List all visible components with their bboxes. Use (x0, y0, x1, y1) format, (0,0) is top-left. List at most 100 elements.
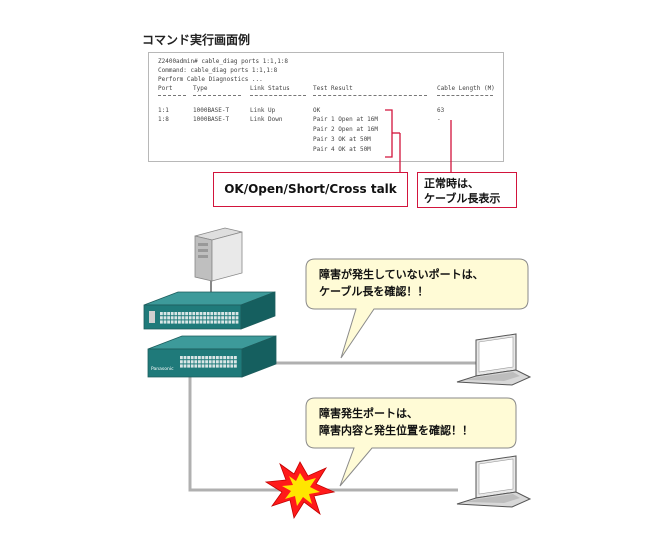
switch-port (185, 316, 188, 320)
switch-port (181, 320, 185, 324)
switch-port (201, 360, 205, 364)
switch-port (216, 364, 219, 368)
switch-port (219, 360, 223, 364)
switch-port (203, 320, 206, 324)
bubble-top-line1: 障害が発生していないポートは、 (319, 268, 484, 281)
speech-bubble-bottom (305, 397, 517, 487)
speech-bubble-top (305, 258, 529, 359)
switch-port (178, 312, 181, 316)
switch-port (223, 356, 226, 360)
header-rule (158, 95, 186, 96)
switch-port (183, 360, 187, 364)
switch-port (226, 364, 230, 368)
switch-port (228, 312, 232, 316)
switch-icon-upper (143, 291, 276, 330)
switch-port (187, 360, 190, 364)
switch-port (192, 320, 196, 324)
switch-port (217, 316, 221, 320)
switch-port (180, 364, 183, 368)
switch-port (206, 312, 210, 316)
switch-port (190, 356, 194, 360)
switch-port (194, 364, 198, 368)
switch-port (208, 360, 212, 364)
table-cell-result: OK (313, 107, 321, 114)
table-cell-result: Pair 1 Open at 16M (313, 116, 379, 123)
switch-port (230, 364, 234, 368)
switch-port (219, 356, 223, 360)
switch-port (188, 312, 192, 316)
switch-port (210, 312, 214, 316)
switch-port (235, 312, 239, 316)
switch-port (188, 320, 192, 324)
switch-port (205, 364, 208, 368)
switch-port (203, 312, 206, 316)
switch-port (201, 364, 205, 368)
console-output-panel: Z2400admin# cable_diag ports 1:1,1:8 Com… (148, 52, 504, 162)
switch-port (163, 312, 167, 316)
switch-port (217, 312, 221, 316)
switch-port (230, 360, 234, 364)
switch-port (224, 312, 228, 316)
switch-port (178, 320, 181, 324)
switch-port (214, 316, 217, 320)
column-header-test-result: Test Result (313, 85, 353, 92)
console-line: Z2400admin# cable_diag ports 1:1,1:8 (158, 58, 289, 65)
switch-port (163, 320, 167, 324)
switch-port (194, 356, 198, 360)
table-cell-result: Pair 4 OK at 50M (313, 146, 371, 153)
table-cell-link: Link Down (250, 116, 283, 123)
switch-port (201, 356, 205, 360)
column-header-type: Type (193, 85, 208, 92)
switch-port (163, 316, 167, 320)
switch-port (226, 360, 230, 364)
table-cell-port: 1:8 (158, 116, 169, 123)
switch-port (196, 320, 199, 324)
switch-port (228, 320, 232, 324)
switch-port (235, 316, 239, 320)
switch-port (187, 356, 190, 360)
switch-port (183, 356, 187, 360)
switch-port (216, 360, 219, 364)
callout-normal-length-line1: 正常時は、 (424, 177, 479, 190)
console-line: Perform Cable Diagnostics ... (158, 76, 263, 83)
table-cell-result: Pair 2 Open at 16M (313, 126, 379, 133)
results-bracket (385, 109, 393, 158)
switch-port (196, 316, 199, 320)
switch-port (198, 360, 201, 364)
switch-port (199, 312, 203, 316)
switch-port (170, 316, 174, 320)
switch-port (217, 320, 221, 324)
switch-port (194, 360, 198, 364)
switch-port (160, 316, 163, 320)
column-header-link-status: Link Status (250, 85, 290, 92)
switch-port (181, 312, 185, 316)
switch-port (181, 316, 185, 320)
switch-port (221, 320, 224, 324)
switch-port (208, 364, 212, 368)
switch-port (180, 360, 183, 364)
switch-icon-lower: Panasonic (147, 335, 277, 378)
switch-port (170, 312, 174, 316)
switch-port (174, 312, 178, 316)
bubble-bottom-line2: 障害内容と発生位置を確認！！ (319, 424, 473, 437)
switch-brand-label: Panasonic (151, 366, 174, 372)
switch-port (190, 360, 194, 364)
switch-port (212, 364, 216, 368)
switch-port (232, 312, 235, 316)
table-cell-result: Pair 3 OK at 50M (313, 136, 371, 143)
switch-port (183, 364, 187, 368)
switch-port (210, 320, 214, 324)
switch-port (214, 312, 217, 316)
fault-burst-icon (264, 461, 336, 520)
switch-port (234, 356, 237, 360)
column-header-port: Port (158, 85, 173, 92)
table-cell-port: 1:1 (158, 107, 169, 114)
switch-port (167, 320, 170, 324)
switch-port (234, 360, 237, 364)
header-rule (313, 95, 427, 96)
switch-port (235, 320, 239, 324)
switch-port (216, 356, 219, 360)
table-cell-type: 1000BASE-T (193, 116, 230, 123)
switch-port (205, 356, 208, 360)
